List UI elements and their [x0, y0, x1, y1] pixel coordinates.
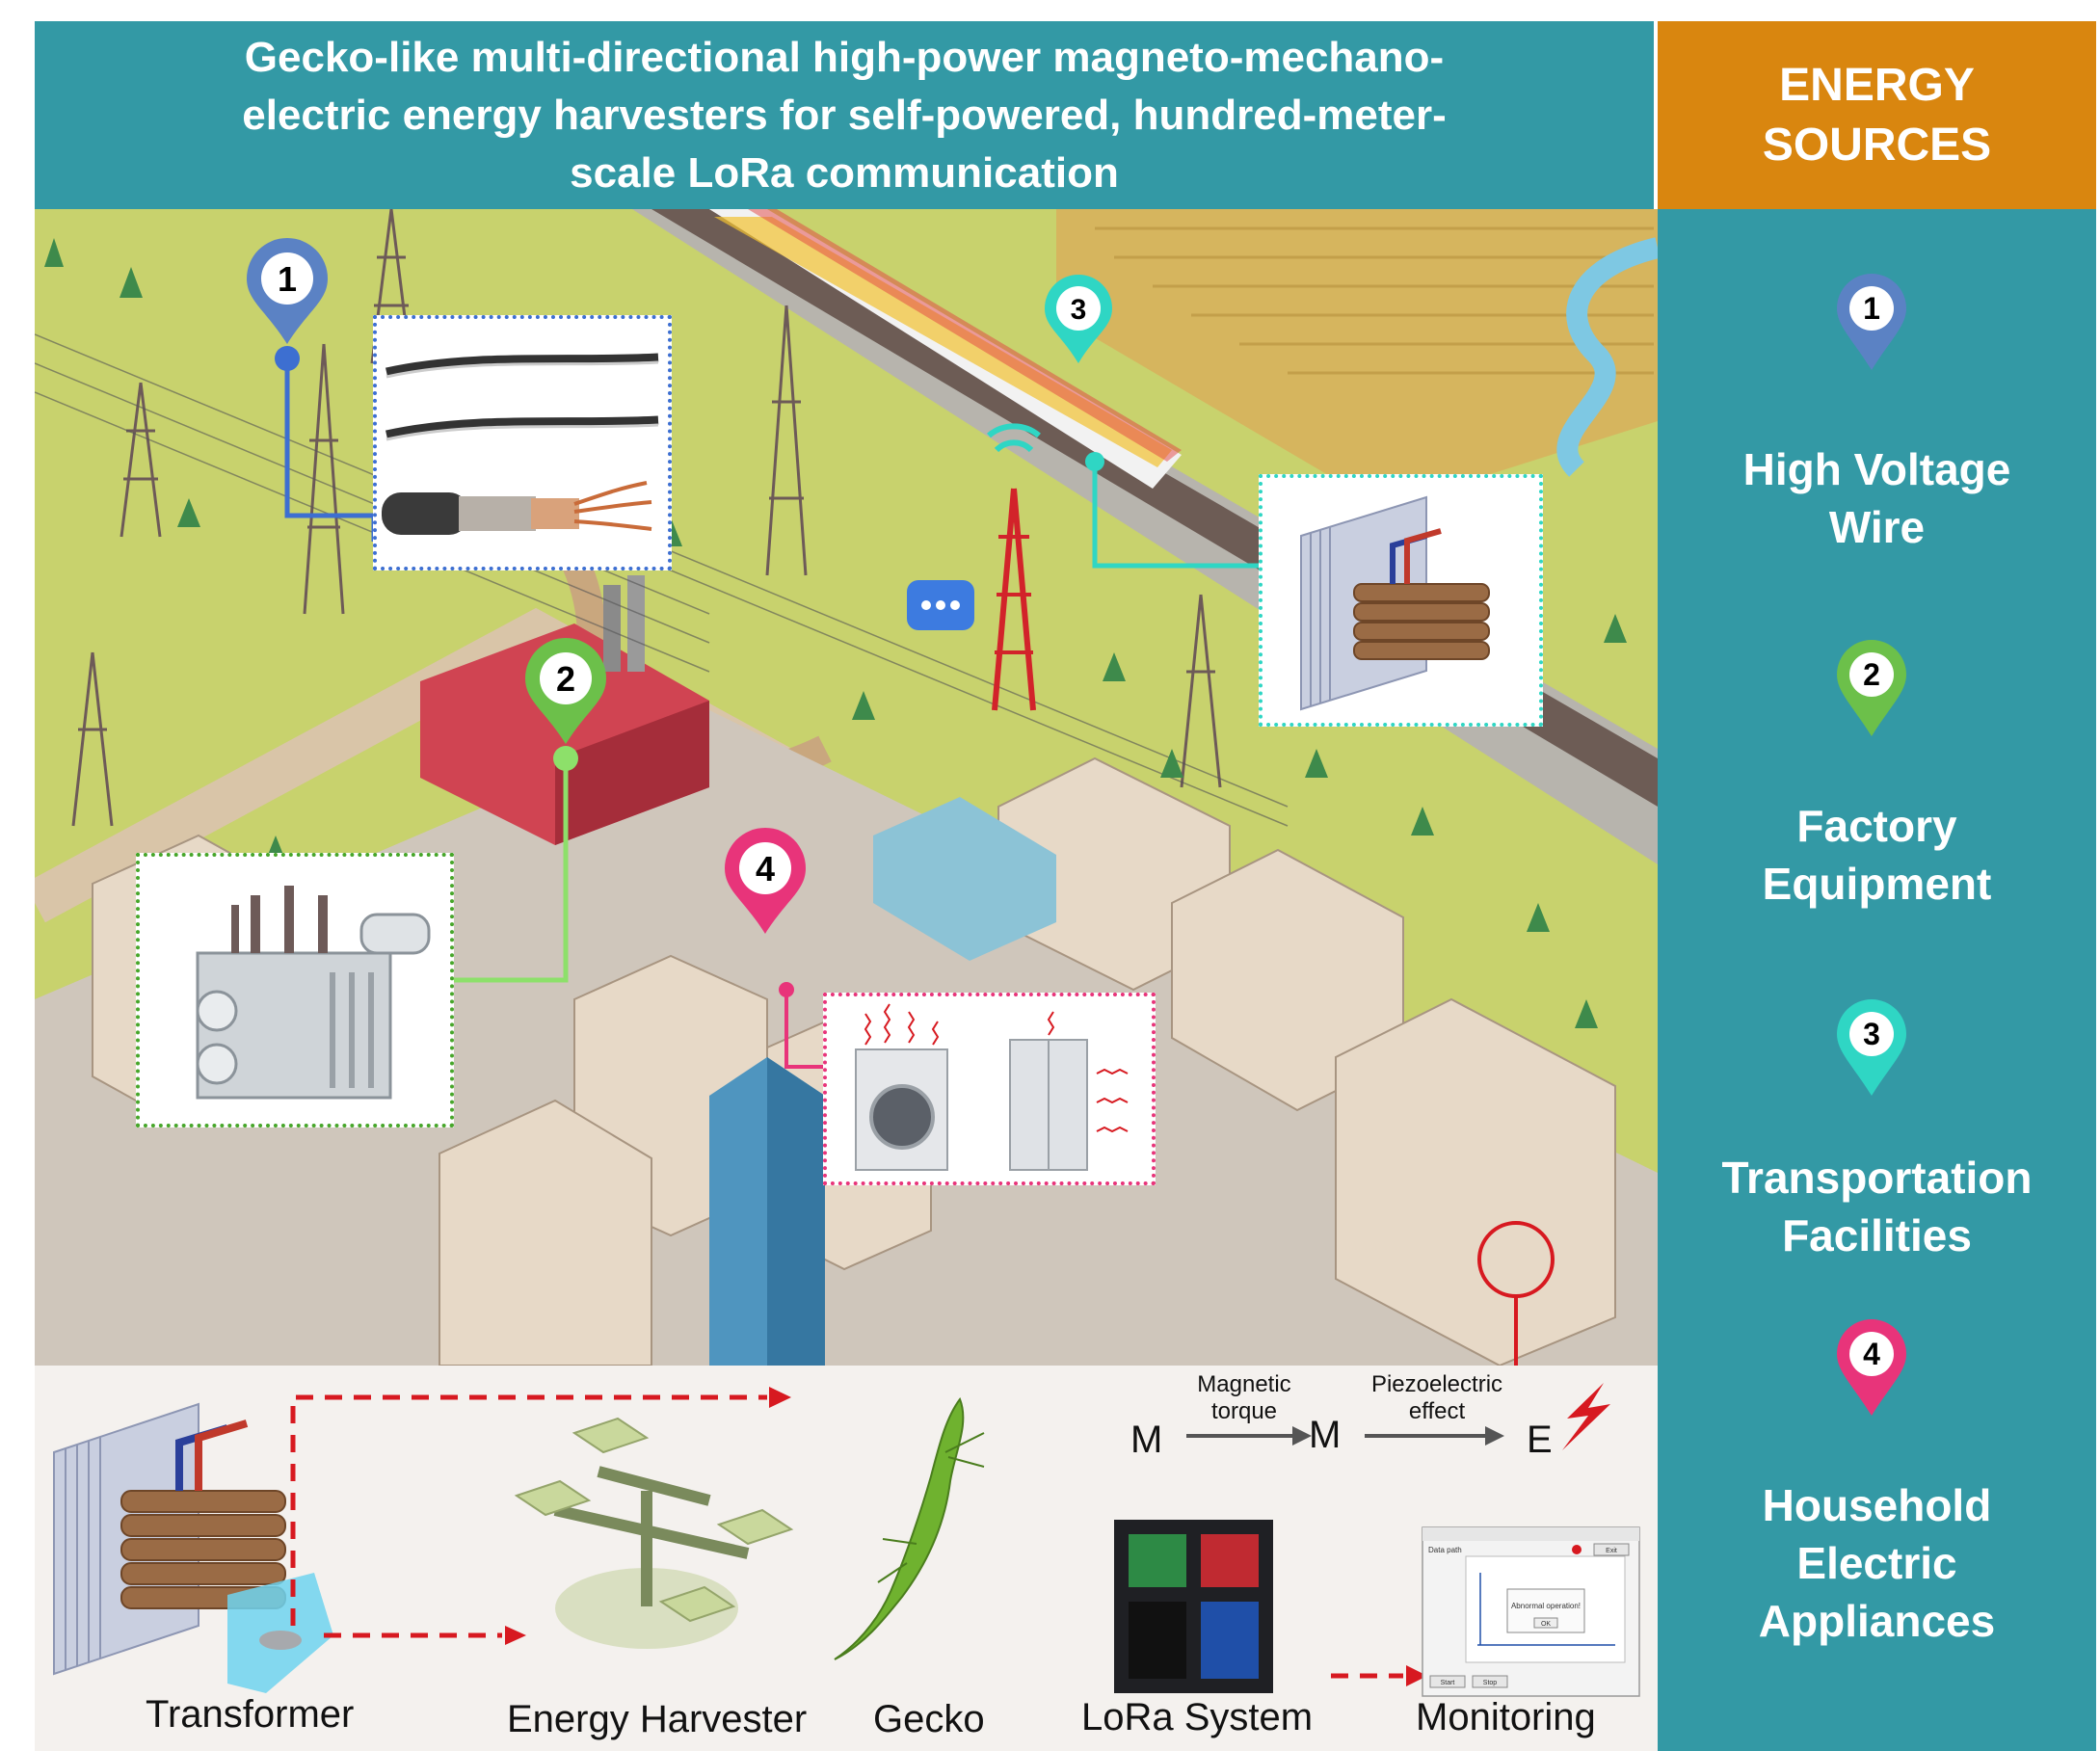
monitoring-stop-button: Stop [1483, 1680, 1498, 1686]
source-pin-3-icon: 3 [1837, 999, 1906, 1096]
piezoelectric-label: Piezoelectric [1370, 1371, 1503, 1397]
source-pin-4-number: 4 [1863, 1337, 1880, 1371]
source-pin-2-number: 2 [1863, 657, 1880, 692]
monitoring-dialog-text: Abnormal operation! [1511, 1602, 1581, 1610]
inset-household-appliances [823, 993, 1156, 1185]
title-line-1: Gecko-like multi-directional high-power … [244, 33, 1445, 81]
bottom-panel: Data path Abnormal operation! OK Start S… [35, 1366, 1658, 1751]
map-marker-1-icon: 1 [247, 238, 328, 344]
monitoring-data-path-label: Data path [1428, 1546, 1462, 1554]
cable-icon [382, 353, 659, 535]
source-1-line-2: Wire [1828, 502, 1926, 552]
lora-antenna-tower [987, 423, 1041, 711]
map-marker-3-number: 3 [1071, 294, 1087, 326]
magnetic-label: Magnetic [1197, 1371, 1291, 1397]
inset-high-voltage-cable [373, 315, 672, 570]
source-pin-1-icon: 1 [1837, 274, 1906, 370]
source-pin-3-number: 3 [1863, 1017, 1880, 1051]
washing-machine-icon [869, 1084, 935, 1150]
lightning-icon [1562, 1383, 1610, 1450]
mechanism-e: E [1527, 1419, 1553, 1461]
source-1-line-1: High Voltage [1742, 444, 2011, 494]
power-transformer-icon [196, 886, 431, 1100]
map-marker-4-icon: 4 [725, 828, 806, 934]
monitoring-window: Data path Abnormal operation! OK Start S… [1422, 1526, 1640, 1697]
source-4-line-1: Household [1762, 1480, 1992, 1530]
source-4-line-3: Appliances [1758, 1596, 1996, 1646]
energy-sources-heading: ENERGY SOURCES [1658, 21, 2096, 209]
source-2-line-1: Factory [1796, 801, 1957, 851]
source-label-1: High Voltage Wire [1658, 440, 2096, 556]
source-3-line-2: Facilities [1782, 1210, 1972, 1260]
energy-harvester-icon [514, 1417, 794, 1649]
title-line-3: scale LoRa communication [570, 148, 1119, 197]
source-pin-1-number: 1 [1863, 291, 1880, 326]
monitoring-ok-button: OK [1541, 1621, 1551, 1628]
caption-energy-harvester: Energy Harvester [507, 1698, 808, 1740]
map-marker-3-icon: 3 [1045, 275, 1112, 363]
mechanism-arrow2-label: Piezoelectric effect [1355, 1371, 1519, 1425]
heading-line-1: ENERGY [1779, 59, 1975, 111]
farmland [1056, 209, 1658, 508]
city-illustration: 1 2 3 4 [35, 209, 1658, 1366]
train [709, 209, 1182, 489]
mechanism-arrow1-label: Magnetic torque [1172, 1371, 1316, 1425]
lora-board-icon [1114, 1520, 1273, 1693]
gecko-icon [834, 1396, 985, 1660]
source-pin-2-icon: 2 [1837, 640, 1906, 736]
city-scene: 1 2 3 4 [35, 209, 1658, 1366]
river [1556, 237, 1658, 477]
heading-line-2: SOURCES [1762, 119, 1992, 171]
chat-bubble-icon [907, 580, 974, 630]
source-label-4: Household Electric Appliances [1658, 1476, 2096, 1650]
effect-label: effect [1408, 1398, 1466, 1424]
map-marker-4-number: 4 [756, 849, 775, 889]
torque-label: torque [1210, 1398, 1278, 1424]
map-marker-2-number: 2 [556, 659, 575, 699]
inset-transportation-core [1259, 474, 1543, 727]
caption-monitoring: Monitoring [1416, 1696, 1596, 1738]
monitoring-exit-button: Exit [1606, 1548, 1617, 1554]
map-marker-1-number: 1 [278, 259, 297, 299]
map-marker-2-icon: 2 [525, 638, 606, 744]
inset-factory-transformer [136, 853, 454, 1128]
appliances-icon [855, 1003, 1129, 1171]
monitoring-start-button: Start [1441, 1680, 1455, 1686]
bottom-illustrations: Data path Abnormal operation! OK Start S… [53, 1383, 1640, 1697]
source-2-line-2: Equipment [1762, 859, 1992, 909]
source-label-2: Factory Equipment [1658, 797, 2096, 913]
transformer-core-icon [1300, 495, 1490, 711]
mechanism-m1: M [1130, 1419, 1163, 1461]
transformer-icon [53, 1402, 333, 1693]
source-4-line-2: Electric [1796, 1538, 1957, 1588]
source-pin-4-icon: 4 [1837, 1319, 1906, 1416]
source-label-3: Transportation Facilities [1658, 1149, 2096, 1264]
title-banner: Gecko-like multi-directional high-power … [35, 21, 1654, 209]
caption-transformer: Transformer [146, 1693, 355, 1736]
mechanism-m2: M [1309, 1414, 1342, 1456]
caption-gecko: Gecko [873, 1698, 985, 1740]
source-3-line-1: Transportation [1721, 1153, 2033, 1203]
caption-lora-system: LoRa System [1081, 1696, 1314, 1738]
title-line-2: electric energy harvesters for self-powe… [242, 91, 1447, 139]
energy-sources-panel: 1 High Voltage Wire 2 Factory Equipment … [1658, 209, 2096, 1751]
